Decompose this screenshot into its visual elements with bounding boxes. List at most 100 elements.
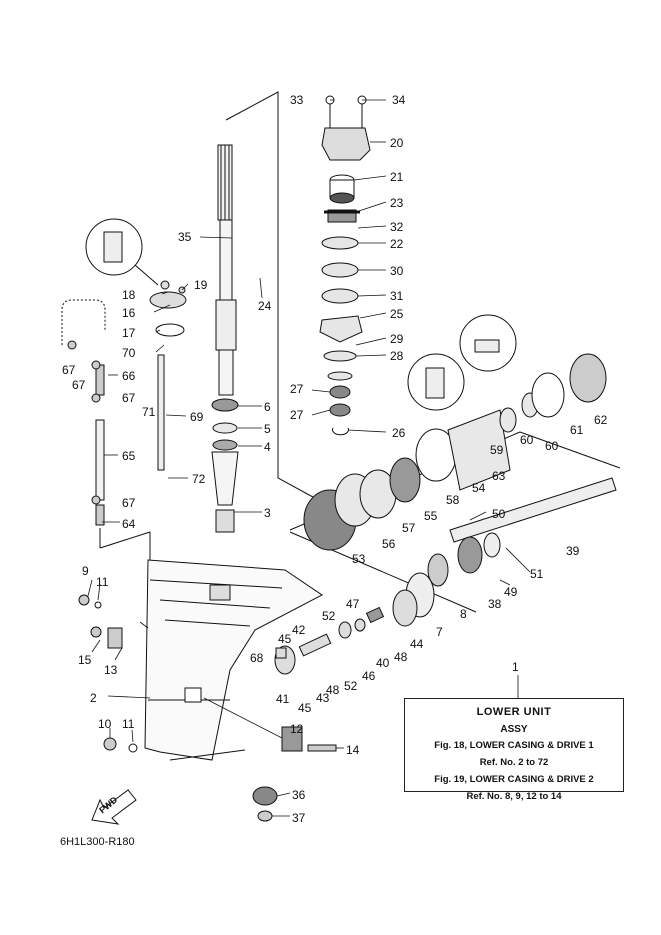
shift-plunger-parts [274, 606, 385, 675]
callout-38: 38 [488, 597, 502, 611]
reverse-gear-bearing-housing [303, 353, 607, 551]
callout-46: 46 [362, 669, 376, 683]
callout-37: 37 [292, 811, 306, 825]
drive-shaft [215, 144, 237, 396]
callout-47: 47 [346, 597, 360, 611]
callout-50: 50 [492, 507, 506, 521]
callout-62: 62 [594, 413, 608, 427]
callout-40: 40 [376, 656, 390, 670]
callout-63: 63 [492, 469, 506, 483]
callout-48a: 48 [394, 650, 408, 664]
callout-29: 29 [390, 332, 404, 346]
legend-line-2: Ref. No. 2 to 72 [479, 757, 549, 768]
callout-26: 26 [392, 426, 406, 440]
callout-11b: 11 [122, 717, 135, 731]
legend-subtitle: ASSY [500, 724, 528, 735]
callout-2: 2 [90, 691, 97, 705]
callout-10: 10 [98, 717, 112, 731]
callout-41: 41 [276, 692, 290, 706]
shaft-sleeves [211, 398, 239, 533]
grease-inset-icon-left [85, 218, 159, 286]
callout-45a: 45 [278, 632, 292, 646]
callout-35: 35 [178, 230, 192, 244]
callout-21: 21 [390, 170, 404, 184]
callout-3: 3 [264, 506, 271, 520]
callout-20: 20 [390, 136, 404, 150]
callout-22: 22 [390, 237, 404, 251]
callout-70: 70 [122, 346, 136, 360]
callout-16: 16 [122, 306, 136, 320]
callout-23: 23 [390, 196, 404, 210]
legend-line-3: Fig. 19, LOWER CASING & DRIVE 2 [434, 774, 594, 785]
callout-45b: 45 [298, 701, 312, 715]
callout-6: 6 [264, 400, 271, 414]
callout-52b: 52 [344, 679, 358, 693]
callout-43: 43 [316, 691, 330, 705]
callout-58: 58 [446, 493, 460, 507]
pump-insert-cartridge [329, 174, 355, 204]
callout-27b: 27 [290, 408, 304, 422]
callout-19: 19 [194, 278, 208, 292]
callout-34: 34 [392, 93, 406, 107]
callout-44: 44 [410, 637, 424, 651]
grease-inset-icon-right-mid [407, 353, 465, 411]
callout-9: 9 [82, 564, 89, 578]
callout-31: 31 [390, 289, 404, 303]
callout-13: 13 [104, 663, 118, 677]
callout-39: 39 [566, 544, 580, 558]
callout-60a: 60 [520, 433, 534, 447]
callout-72: 72 [192, 472, 206, 486]
legend-title: LOWER UNIT [476, 706, 552, 718]
callout-67a: 67 [62, 363, 76, 377]
callout-56: 56 [382, 537, 396, 551]
water-pump-housing [321, 95, 371, 161]
callout-69: 69 [190, 410, 204, 424]
callout-68: 68 [250, 651, 264, 665]
grease-inset-icon-right-top [459, 314, 517, 372]
callout-49: 49 [504, 585, 518, 599]
propeller-shaft-assembly [392, 477, 617, 627]
callout-65: 65 [122, 449, 136, 463]
callout-53: 53 [352, 552, 366, 566]
callout-64: 64 [122, 517, 136, 531]
pump-base-plate [149, 280, 187, 337]
callout-17: 17 [122, 326, 136, 340]
callout-18: 18 [122, 288, 136, 302]
callout-71: 71 [142, 405, 156, 419]
callout-66: 66 [122, 369, 136, 383]
reference-code: 6H1L300-R180 [60, 836, 135, 848]
callout-57: 57 [402, 521, 416, 535]
callout-51: 51 [530, 567, 544, 581]
callout-67c: 67 [122, 391, 136, 405]
legend-line-1: Fig. 18, LOWER CASING & DRIVE 1 [434, 740, 594, 751]
impeller [324, 209, 360, 223]
callout-4: 4 [264, 440, 271, 454]
callout-7: 7 [436, 625, 443, 639]
callout-48b: 48 [326, 683, 340, 697]
callout-8: 8 [460, 607, 467, 621]
callout-25: 25 [390, 307, 404, 321]
callout-28: 28 [390, 349, 404, 363]
callout-67d: 67 [122, 496, 136, 510]
fwd-arrow-icon [91, 789, 137, 825]
callout-5: 5 [264, 422, 271, 436]
legend-line-4: Ref. No. 8, 9, 12 to 14 [466, 791, 562, 802]
callout-12: 12 [290, 722, 304, 736]
callout-1: 1 [512, 660, 519, 674]
legend-box: LOWER UNIT ASSY Fig. 18, LOWER CASING & … [404, 698, 624, 802]
callout-32: 32 [390, 220, 404, 234]
callout-11a: 11 [96, 575, 109, 589]
callout-42: 42 [292, 623, 306, 637]
callout-59: 59 [490, 443, 504, 457]
gasket-stack [319, 236, 363, 436]
lower-casing [144, 559, 323, 761]
callout-27a: 27 [290, 382, 304, 396]
callout-61: 61 [570, 423, 584, 437]
leader-lines [87, 99, 531, 817]
callout-36: 36 [292, 788, 306, 802]
shift-rod-assembly [61, 299, 165, 526]
callout-14: 14 [346, 743, 360, 757]
callout-67b: 67 [72, 378, 86, 392]
callout-24: 24 [258, 299, 272, 313]
